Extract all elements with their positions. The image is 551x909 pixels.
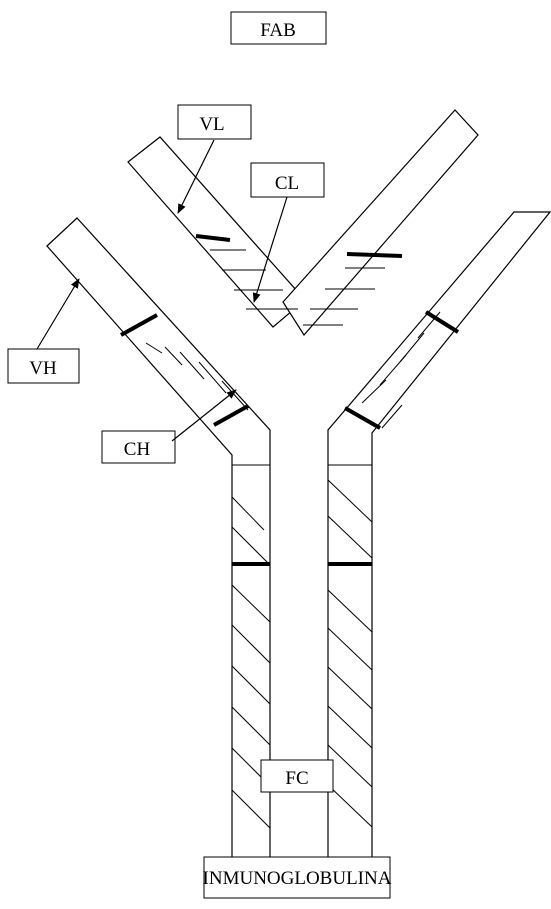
vh-label: VH [7,348,80,384]
cl-label-text: CL [275,173,299,194]
ch-label: CH [101,430,176,464]
vh-label-text: VH [29,358,57,379]
ch-label-text: CH [124,439,151,460]
hinge-mark-left [213,404,249,427]
title-label-text: INMUNOGLOBULINA [203,868,392,889]
title-label: INMUNOGLOBULINA [203,856,392,899]
heavy-chain-left [46,217,271,863]
domain-boundaries [120,234,460,566]
ch-hatching-right [361,311,441,429]
cl-label: CL [250,162,325,198]
heavy-chain-right [327,211,551,863]
fab-label-text: FAB [260,20,296,41]
vl-arrow [177,139,215,214]
light-chain-right [282,109,479,337]
ch-arrow [171,389,237,442]
cl-arrow [252,196,288,303]
vl-label: VL [177,104,252,140]
vh-ch-boundary-left [120,313,158,337]
fc-hatching-left [231,464,271,829]
fc-hatching-right [327,464,373,828]
fab-label: FAB [230,11,327,45]
fc-label-text: FC [285,768,308,789]
cl-hatching-left [210,249,298,310]
vl-cl-boundary-right [346,252,403,258]
vl-cl-boundary-left [195,234,231,242]
cl-hatching-right [303,267,385,326]
vh-arrow [36,278,80,350]
hinge-mark-right [344,406,381,430]
fc-label: FC [260,759,334,793]
vl-label-text: VL [199,114,224,135]
pointer-arrows [36,139,288,442]
vh-ch-boundary-right [424,310,460,334]
